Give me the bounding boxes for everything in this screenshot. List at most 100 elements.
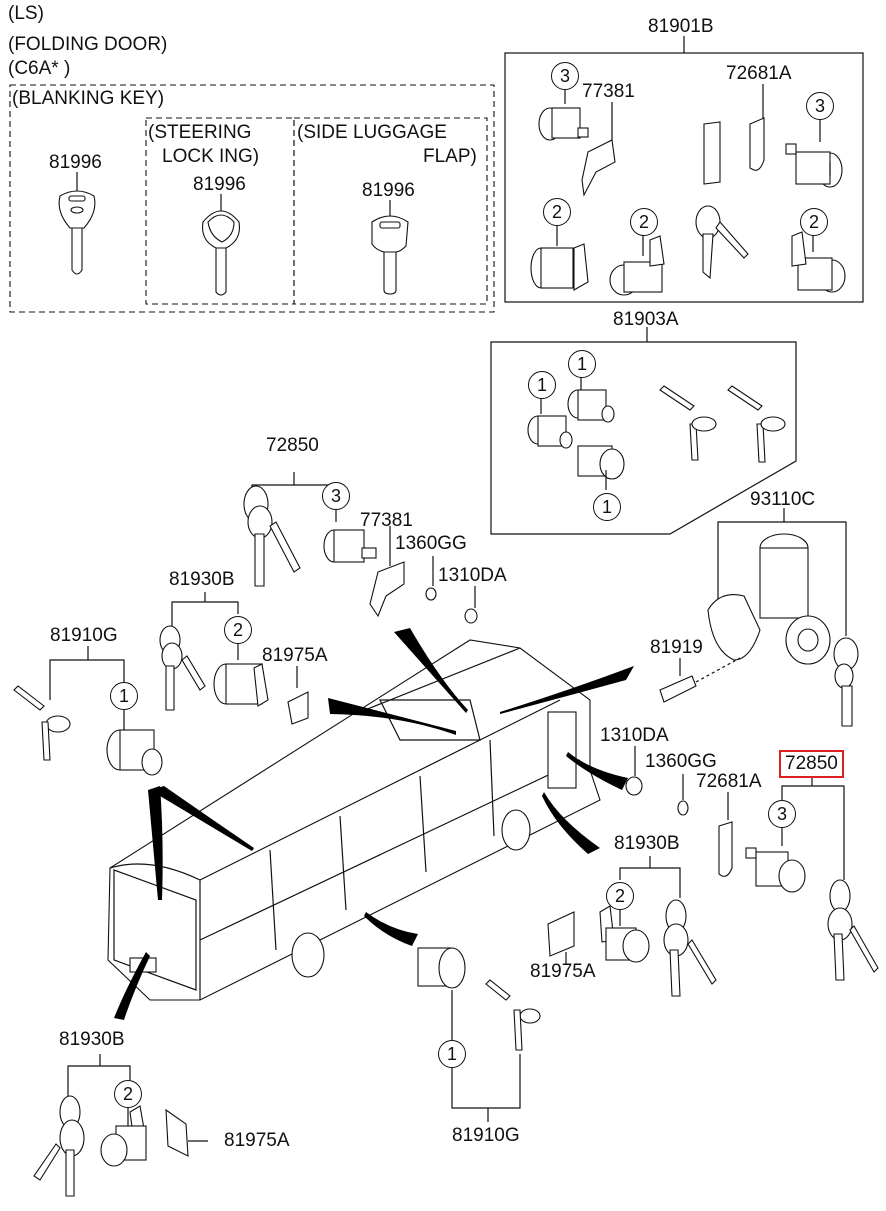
pointer-arrow — [542, 792, 600, 854]
bracket-77381-icon — [369, 526, 405, 618]
washer-icon — [677, 774, 689, 816]
screw-81919-icon — [659, 657, 741, 703]
plate-72681A-icon — [718, 792, 733, 877]
part-number-label[interactable]: 1360GG — [645, 751, 717, 772]
side-luggage-key-icon — [371, 200, 409, 295]
part-number-label[interactable]: 81975A — [530, 961, 596, 982]
lock-cylinder-icon — [213, 640, 269, 707]
part-number-label[interactable]: 81930B — [169, 569, 235, 590]
steering-lock-key-icon — [201, 194, 241, 296]
part-number-label[interactable]: 81901B — [648, 16, 714, 37]
callout-number: 1 — [438, 1040, 466, 1068]
keys-icon — [827, 879, 879, 981]
part-number-label[interactable]: 81910G — [452, 1125, 520, 1146]
part-number-label[interactable]: 81930B — [614, 833, 680, 854]
washer-icon — [425, 556, 437, 601]
part-number-label[interactable]: 81910G — [50, 625, 118, 646]
nut-icon — [464, 586, 478, 624]
steering-lock-caption-1: (STEERING — [148, 122, 252, 143]
blank-key-icon — [58, 172, 96, 275]
callout-number: 1 — [593, 493, 621, 521]
part-number-label[interactable]: 81996 — [362, 180, 415, 201]
variant-label-folding-door: (FOLDING DOOR) — [8, 34, 168, 55]
lock-cylinder-icon — [100, 1105, 147, 1167]
pointer-arrow — [150, 786, 254, 851]
callout-number: 3 — [768, 800, 796, 828]
keys-icon — [159, 625, 206, 711]
lock-cylinder-icon — [567, 374, 615, 423]
callout-number: 2 — [224, 616, 252, 644]
steering-lock-caption-2: LOCK ING) — [162, 146, 260, 167]
variant-label-ls: (LS) — [8, 3, 44, 24]
ignition-switch-icon — [707, 533, 831, 665]
keys-icon — [659, 385, 786, 463]
side-luggage-caption-1: (SIDE LUGGAGE — [297, 122, 447, 143]
part-number-label[interactable]: 77381 — [582, 81, 635, 102]
part-number-label[interactable]: 72681A — [696, 771, 762, 792]
part-number-label[interactable]: 1360GG — [395, 533, 467, 554]
keys-icon — [485, 979, 541, 1051]
lock-cylinder-icon — [577, 445, 625, 490]
part-number-label[interactable]: 81975A — [224, 1130, 290, 1151]
part-number-label[interactable]: 72850 — [266, 435, 319, 456]
part-number-label[interactable]: 81919 — [650, 637, 703, 658]
clip-icon — [287, 691, 309, 725]
lock-cylinder-icon — [785, 118, 843, 188]
kit-81901B-box — [504, 52, 864, 303]
callout-number: 3 — [322, 482, 350, 510]
callout-number: 3 — [551, 62, 579, 90]
part-number-label[interactable]: 81930B — [59, 1029, 125, 1050]
callout-number: 2 — [543, 198, 571, 226]
pointer-arrow — [394, 628, 468, 713]
part-number-label[interactable]: 77381 — [360, 510, 413, 531]
callout-number: 2 — [630, 208, 658, 236]
keys-icon — [695, 205, 749, 280]
lock-cylinder-icon — [106, 708, 163, 776]
part-number-label-highlighted[interactable]: 72850 — [779, 750, 844, 778]
clip-icon — [165, 1108, 208, 1157]
clip-icon — [547, 911, 575, 964]
part-number-label[interactable]: 1310DA — [438, 565, 507, 586]
part-number-label[interactable]: 81996 — [49, 152, 102, 173]
callout-number: 2 — [800, 208, 828, 236]
ignition-keys-icon — [833, 637, 859, 727]
bus-illustration — [107, 639, 601, 1001]
lock-cylinder-icon — [417, 947, 466, 1040]
lock-cylinder-icon — [527, 396, 573, 449]
plate-72681A-icon — [703, 84, 765, 185]
lock-cylinder-icon — [745, 826, 806, 893]
callout-number: 3 — [806, 92, 834, 120]
blanking-key-box — [9, 84, 495, 313]
part-number-label[interactable]: 93110C — [750, 489, 816, 510]
lock-cylinder-icon — [791, 231, 846, 293]
lock-cylinder-icon — [609, 234, 665, 296]
keys-icon — [33, 1095, 85, 1197]
blanking-key-title: (BLANKING KEY) — [12, 88, 165, 109]
part-number-label[interactable]: 1310DA — [600, 725, 669, 746]
pointer-arrow — [500, 666, 634, 714]
part-number-label[interactable]: 81903A — [613, 309, 679, 330]
pointer-arrow — [566, 752, 628, 790]
side-luggage-caption-2: FLAP) — [423, 146, 477, 167]
keys-icon — [663, 899, 717, 997]
part-number-label[interactable]: 81975A — [262, 645, 328, 666]
part-number-label[interactable]: 81996 — [193, 174, 246, 195]
pointer-arrow — [328, 698, 456, 735]
lock-cylinder-icon — [323, 508, 377, 563]
callout-number: 1 — [528, 371, 556, 399]
part-number-label[interactable]: 72681A — [726, 63, 792, 84]
callout-number: 1 — [110, 682, 138, 710]
variant-label-engine: (C6A* ) — [8, 58, 71, 79]
callout-number: 1 — [568, 350, 596, 378]
lock-cylinder-icon — [538, 86, 589, 141]
pointer-arrow — [148, 786, 163, 900]
pointer-arrow — [114, 952, 150, 1020]
keys-icon — [13, 685, 71, 761]
bracket-77381-icon — [581, 102, 616, 197]
lock-cylinder-icon — [599, 905, 650, 963]
lock-cylinder-icon — [530, 224, 589, 291]
callout-number: 2 — [606, 882, 634, 910]
pointer-arrow — [364, 912, 418, 946]
side-luggage-box — [293, 117, 488, 305]
